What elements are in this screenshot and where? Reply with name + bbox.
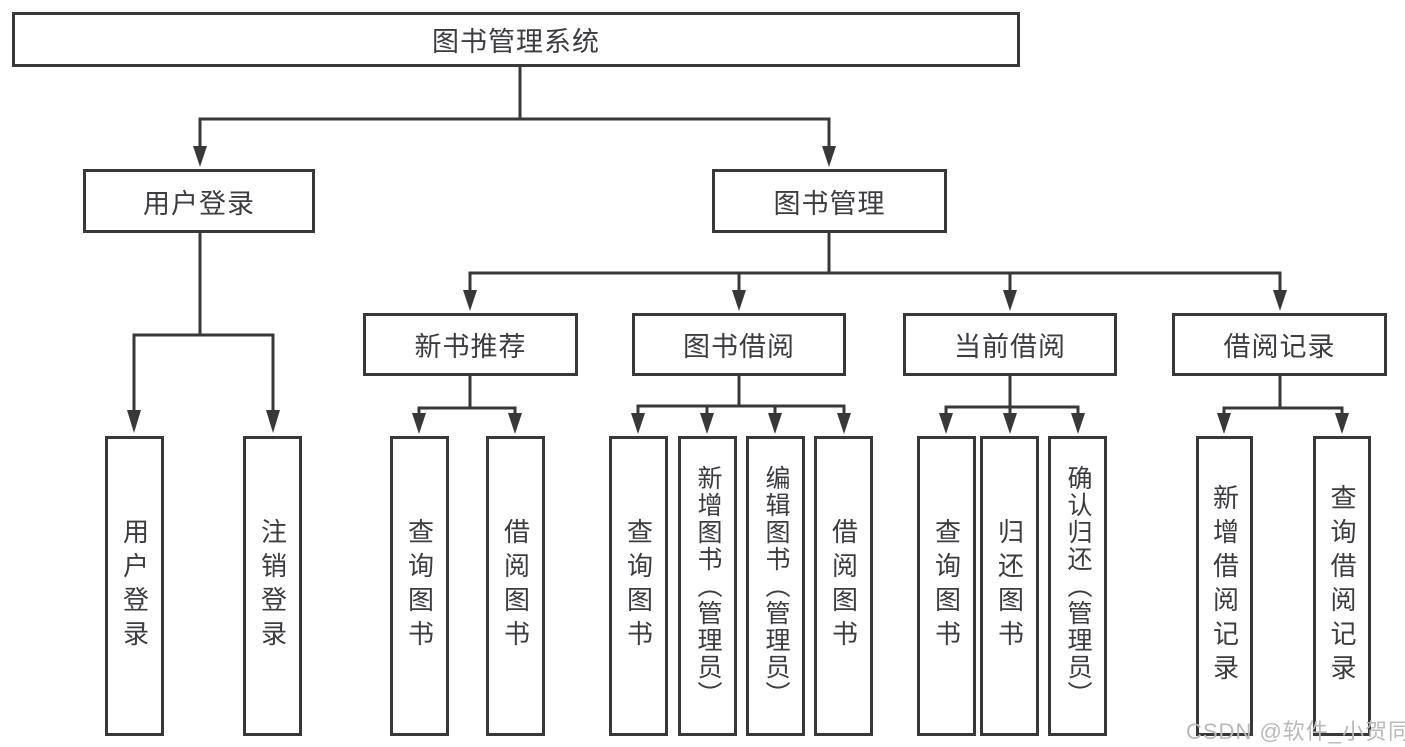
node-label: 用户登录 bbox=[143, 188, 255, 219]
leaf-label: 注销登录 bbox=[257, 518, 288, 654]
csdn-watermark: CSDN @软件_小贺同学 bbox=[1186, 719, 1405, 744]
leaf-return-books: 归还图书 bbox=[980, 436, 1039, 736]
node-label: 图书管理 bbox=[773, 188, 886, 219]
leaf-label: 查询图书 bbox=[931, 518, 962, 654]
node-borrowing-records: 借阅记录 bbox=[1172, 313, 1387, 376]
node-book-management: 图书管理 bbox=[712, 169, 947, 233]
leaf-label: 查询图书 bbox=[404, 518, 435, 654]
leaf-label: 借阅图书 bbox=[828, 518, 859, 654]
leaf-label: 确认归还（管理员） bbox=[1064, 464, 1092, 708]
leaf-borrow-books-recommend: 借阅图书 bbox=[486, 436, 545, 736]
leaf-label: 新增图书（管理员） bbox=[694, 464, 722, 708]
node-book-borrowing: 图书借阅 bbox=[632, 313, 846, 376]
leaf-label: 新增借阅记录 bbox=[1209, 484, 1240, 688]
node-user-login: 用户登录 bbox=[83, 169, 315, 233]
node-library-management-system: 图书管理系统 bbox=[12, 12, 1020, 67]
node-label: 新书推荐 bbox=[414, 332, 527, 362]
node-new-book-recommendation: 新书推荐 bbox=[363, 313, 578, 376]
leaf-confirm-return-admin: 确认归还（管理员） bbox=[1048, 436, 1107, 736]
leaf-borrow-books: 借阅图书 bbox=[814, 436, 873, 736]
leaf-add-books-admin: 新增图书（管理员） bbox=[678, 436, 737, 736]
node-current-borrowing: 当前借阅 bbox=[903, 313, 1117, 376]
leaf-query-books-recommend: 查询图书 bbox=[390, 436, 449, 736]
leaf-add-borrow-record: 新增借阅记录 bbox=[1196, 436, 1253, 736]
node-label: 图书管理系统 bbox=[432, 27, 600, 57]
leaf-user-login: 用户登录 bbox=[105, 436, 164, 736]
leaf-label: 查询图书 bbox=[623, 518, 654, 654]
node-label: 图书借阅 bbox=[683, 332, 795, 362]
leaf-query-books-current: 查询图书 bbox=[917, 436, 976, 736]
leaf-label: 编辑图书（管理员） bbox=[762, 464, 790, 708]
node-label: 当前借阅 bbox=[954, 332, 1066, 362]
leaf-label: 用户登录 bbox=[119, 518, 150, 654]
leaf-edit-books-admin: 编辑图书（管理员） bbox=[746, 436, 805, 736]
node-label: 借阅记录 bbox=[1223, 332, 1336, 362]
leaf-query-borrow-record: 查询借阅记录 bbox=[1313, 436, 1371, 736]
leaf-logout: 注销登录 bbox=[243, 436, 302, 736]
leaf-label: 查询借阅记录 bbox=[1327, 484, 1357, 688]
leaf-query-books-borrow: 查询图书 bbox=[609, 436, 668, 736]
leaf-label: 借阅图书 bbox=[500, 518, 531, 654]
leaf-label: 归还图书 bbox=[994, 518, 1025, 654]
